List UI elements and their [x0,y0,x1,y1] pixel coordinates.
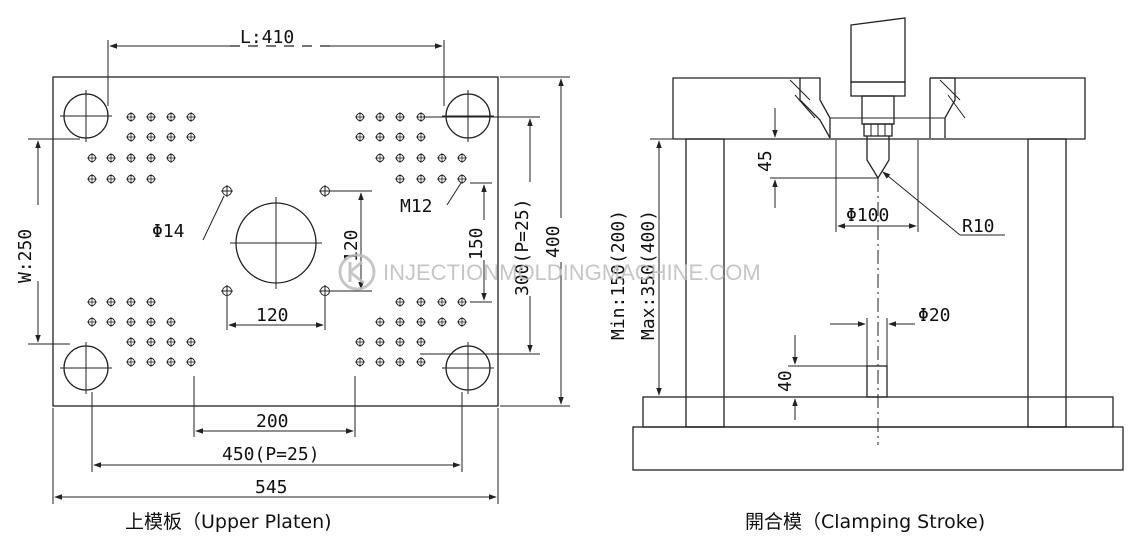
label-pitch-h: 450(P=25) [222,444,320,465]
dim-tie-bar-horizontal: L:410 [107,27,445,106]
callout-small-hole: Φ14 [152,195,225,242]
moving-platen [672,77,1086,140]
dim-inner-vertical: 150 [466,182,492,303]
dim-locating-horizontal: 120 [226,296,326,330]
dim-clamping-stroke: Min:150(200) Max:350(400) [608,138,686,398]
label-tie-bar-l: L:410 [240,27,294,48]
label-locating-ring: Φ100 [846,205,889,226]
label-pitch-v: 300(P=25) [512,198,533,296]
label-nozzle-radius: R10 [962,216,995,237]
watermark-text: INJECTIONMOLDINGMACHINE.COM [383,260,761,285]
machine-base [632,426,1124,471]
callout-thread: M12 [400,182,462,217]
watermark-logo-icon [338,253,376,291]
label-ejector-diameter: Φ20 [918,305,951,326]
label-inner-h: 200 [256,411,289,432]
label-tie-bar-w: W:250 [15,229,36,283]
dim-platen-width: 545 [52,408,499,504]
dim-pitch-vertical: 300(P=25) [420,116,540,355]
label-ejector-height: 40 [775,370,796,392]
dim-ejector-diameter: Φ20 [830,305,951,366]
dim-locating-ring: Φ100 [835,140,919,232]
tie-bar-holes [60,90,494,394]
label-small-hole: Φ14 [152,221,185,242]
ejector-pin [866,365,888,398]
nozzle-assembly [850,17,906,445]
label-stroke-max: Max:350(400) [638,210,659,340]
upper-platen-drawing: L:410 W:250 Φ14 M12 120 [15,27,570,533]
label-inner-v: 150 [466,227,487,260]
callout-nozzle-radius: R10 [882,171,1005,237]
clamping-stroke-drawing: 45 Φ100 R10 Min:150(200) Max:350(400) [608,17,1124,533]
platen-outline [52,76,499,407]
caption-upper-platen: 上模板（Upper Platen) [125,511,332,533]
small-holes [221,185,331,297]
dim-ejector-height: 40 [775,335,867,420]
dim-inner-horizontal: 200 [193,376,356,437]
watermark: INJECTIONMOLDINGMACHINE.COM [338,253,761,291]
label-stroke-min: Min:150(200) [608,210,629,340]
label-locating-h: 120 [256,305,289,326]
label-thread: M12 [400,196,433,217]
dim-nozzle-depth: 45 [755,108,878,208]
label-nozzle-depth: 45 [755,150,776,172]
threaded-hole-grid [87,112,467,367]
dim-platen-height: 400 [500,76,570,407]
caption-clamping-stroke: 開合模（Clamping Stroke) [745,511,985,533]
label-platen-width: 545 [255,477,288,498]
label-platen-height: 400 [543,225,564,258]
center-ring [230,197,322,289]
tie-bar-right [1027,138,1067,428]
dim-pitch-horizontal: 450(P=25) [91,392,463,472]
dim-tie-bar-vertical: W:250 [15,138,80,345]
